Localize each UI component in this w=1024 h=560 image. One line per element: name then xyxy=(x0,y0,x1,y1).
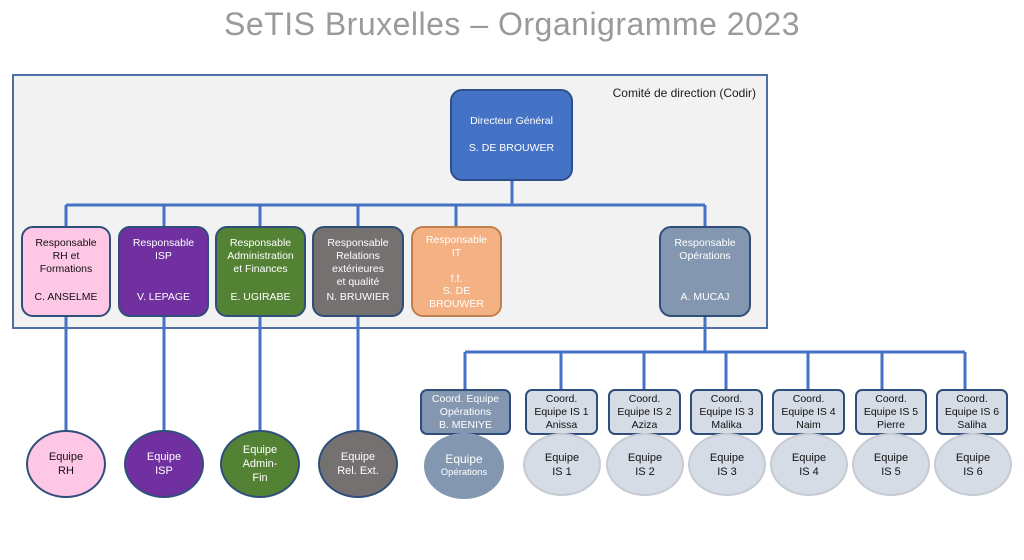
coordinator-name: Pierre xyxy=(876,418,905,431)
manager-box-isp: Responsable ISP V. LEPAGE xyxy=(118,226,209,317)
director-title: Directeur Général xyxy=(470,115,553,127)
team-is6: Equipe IS 6 xyxy=(934,433,1012,496)
coordinator-title: Coord. Equipe IS 6 xyxy=(944,392,1000,418)
team-operations: Equipe Opérations xyxy=(424,433,504,499)
manager-title: Responsable Opérations xyxy=(674,237,736,262)
team-is1: Equipe IS 1 xyxy=(523,433,601,496)
manager-name: V. LEPAGE xyxy=(136,291,191,303)
coordinator-name: B. MENIYE xyxy=(438,418,493,431)
coordinator-box-is1: Coord. Equipe IS 1 Anissa xyxy=(525,389,598,435)
manager-name: N. BRUWIER xyxy=(326,291,390,303)
manager-name: E. UGIRABE xyxy=(230,291,291,303)
coordinator-title: Coord. Equipe Opérations xyxy=(431,392,500,418)
manager-title: Responsable ISP xyxy=(132,237,195,262)
coordinator-title: Coord. Equipe IS 5 xyxy=(863,392,919,418)
team-is2: Equipe IS 2 xyxy=(606,433,684,496)
team-isp: Equipe ISP xyxy=(124,430,204,498)
coordinator-title: Coord. Equipe IS 4 xyxy=(781,392,836,418)
team-rh: Equipe RH xyxy=(26,430,106,498)
manager-name: S. DE BROUWER xyxy=(429,285,484,310)
coordinator-name: Naim xyxy=(796,418,821,431)
manager-title: Responsable Administration et Finances xyxy=(227,237,294,275)
team-rel-ext: Equipe Rel. Ext. xyxy=(318,430,398,498)
manager-box-it: Responsable IT f.f. S. DE BROUWER xyxy=(411,226,502,317)
page-title: SeTIS Bruxelles – Organigramme 2023 xyxy=(224,6,800,42)
coordinator-box-is4: Coord. Equipe IS 4 Naim xyxy=(772,389,845,435)
manager-box-admin: Responsable Administration et Finances E… xyxy=(215,226,306,317)
coordinator-name: Malika xyxy=(711,418,742,431)
team-admin-fin: Equipe Admin- Fin xyxy=(220,430,300,498)
team-is3: Equipe IS 3 xyxy=(688,433,766,496)
team-operations-sub: Opérations xyxy=(440,467,488,478)
manager-title: Responsable Relations extérieures et qua… xyxy=(327,237,389,288)
coordinator-box-is5: Coord. Equipe IS 5 Pierre xyxy=(855,389,927,435)
manager-box-operations: Responsable Opérations A. MUCAJ xyxy=(659,226,751,317)
manager-name: C. ANSELME xyxy=(34,291,98,303)
manager-name: A. MUCAJ xyxy=(680,291,730,303)
manager-box-relations: Responsable Relations extérieures et qua… xyxy=(312,226,404,317)
coordinator-name: Aziza xyxy=(631,418,658,431)
coordinator-box-is2: Coord. Equipe IS 2 Aziza xyxy=(608,389,681,435)
team-is5: Equipe IS 5 xyxy=(852,433,930,496)
coordinator-box-is6: Coord. Equipe IS 6 Saliha xyxy=(936,389,1008,435)
coordinator-title: Coord. Equipe IS 2 xyxy=(617,392,672,418)
coordinator-box-is3: Coord. Equipe IS 3 Malika xyxy=(690,389,763,435)
team-operations-label: Equipe xyxy=(445,452,483,466)
codir-label: Comité de direction (Codir) xyxy=(612,86,756,100)
manager-box-rh: Responsable RH et Formations C. ANSELME xyxy=(21,226,111,317)
coordinator-title: Coord. Equipe IS 3 xyxy=(699,392,754,418)
director-name: S. DE BROUWER xyxy=(468,142,555,154)
team-is4: Equipe IS 4 xyxy=(770,433,848,496)
manager-title: Responsable RH et Formations xyxy=(35,237,97,275)
coordinator-title: Coord. Equipe IS 1 xyxy=(534,392,589,418)
coordinator-name: Saliha xyxy=(957,418,987,431)
coordinator-name: Anissa xyxy=(545,418,578,431)
manager-title: Responsable IT f.f. xyxy=(425,234,488,285)
coordinator-box-operations: Coord. Equipe Opérations B. MENIYE xyxy=(420,389,511,435)
director-box: Directeur Général S. DE BROUWER xyxy=(450,89,573,181)
